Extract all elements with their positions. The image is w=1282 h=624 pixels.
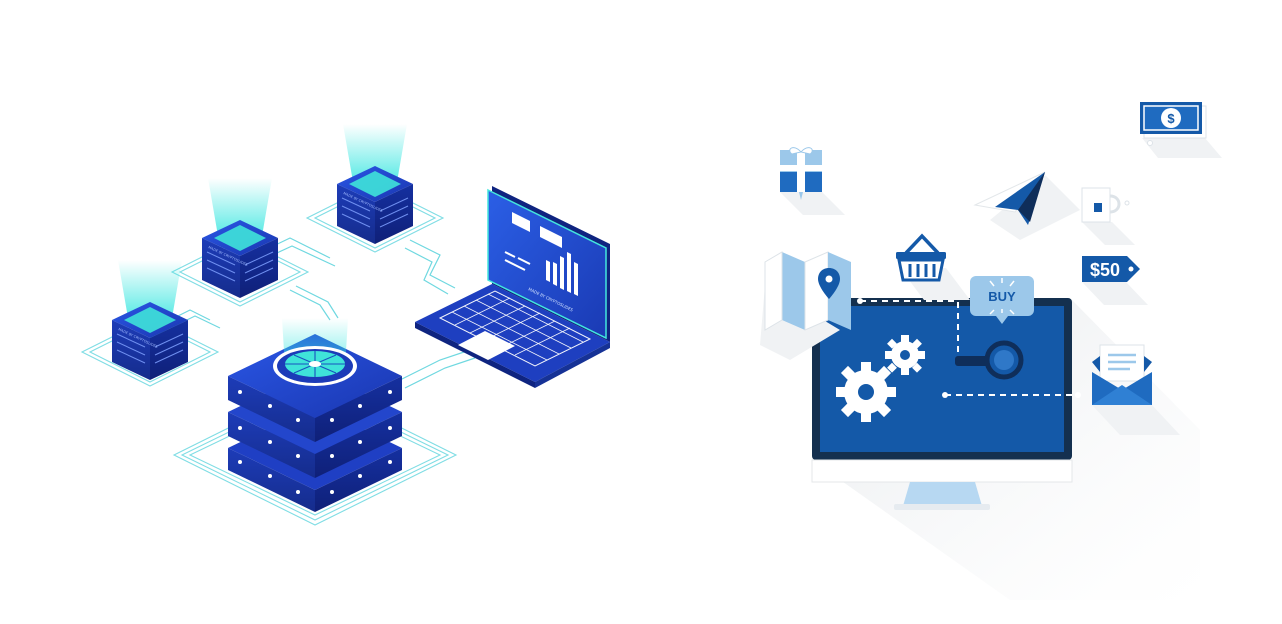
dashed-connectors: [860, 300, 1078, 396]
node-glow-beam: [208, 178, 272, 236]
magnifier-icon: [955, 340, 1024, 380]
server-leds: [238, 390, 392, 494]
laptop: MADE BY CRYPTOSLIDES: [415, 186, 610, 388]
network-node: MADE BY CRYPTOSLIDES: [202, 178, 278, 298]
gear-icon: [885, 335, 925, 375]
map-icon: [760, 251, 851, 360]
gift-icon: [780, 147, 845, 215]
buy-label: BUY: [988, 289, 1016, 304]
network-node: MADE BY CRYPTOSLIDES: [112, 260, 188, 380]
price-tag-icon: $50: [1082, 256, 1148, 305]
shopping-basket-icon: [896, 233, 970, 300]
location-pin-icon: [818, 268, 840, 299]
money-bill-icon: $: [1140, 102, 1222, 158]
laptop-trackpad: [458, 331, 515, 360]
server-stack: [228, 318, 402, 512]
monitor: [811, 298, 1081, 510]
node-glow-beam: [118, 260, 182, 318]
monitor-stand: [903, 482, 982, 506]
gear-icon: [836, 362, 896, 422]
envelope-icon: [1092, 344, 1180, 435]
network-node: MADE BY CRYPTOSLIDES: [337, 124, 413, 244]
buy-badge: BUY: [970, 276, 1034, 324]
paper-plane-icon: [973, 171, 1080, 240]
network-illustration: MADE BY CRYPTOSLIDES MADE BY CRYPTOSLIDE…: [80, 124, 610, 526]
price-tag-label: $50: [1090, 260, 1120, 280]
dollar-sign: $: [1167, 111, 1175, 126]
ecommerce-illustration: BUY: [760, 102, 1222, 600]
mug-icon: [1081, 187, 1135, 245]
node-glow-beam: [343, 124, 407, 182]
